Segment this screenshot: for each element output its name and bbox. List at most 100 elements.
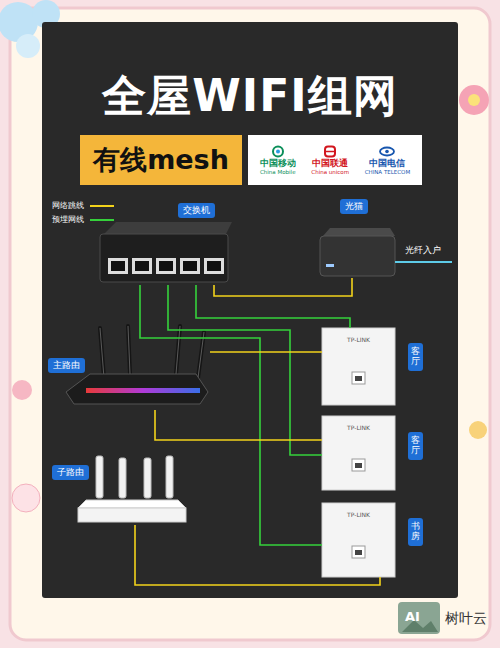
switch-illustration: [111, 261, 125, 271]
wall-ap-illustration: [352, 459, 365, 471]
decor-blob: [12, 380, 32, 400]
decor-flower: [459, 85, 489, 115]
watermark-logo: [398, 602, 440, 634]
switch-illustration: [100, 234, 228, 282]
legend-item: 网络跳线: [52, 201, 114, 211]
modem-device: 光猫: [320, 228, 395, 278]
wall-ap-illustration: [352, 372, 365, 384]
carrier-icon: [325, 151, 335, 153]
watermark-logo-text: AI: [405, 609, 420, 625]
sub-router-illustration: [119, 458, 126, 498]
main-router-illustration: [198, 332, 204, 378]
carrier-icon: [386, 149, 390, 153]
modem-illustration: [320, 236, 395, 276]
switch-illustration: [204, 258, 224, 274]
carrier-name: 中国电信: [369, 158, 405, 169]
wall-ap-device: TP-LINK客厅: [322, 328, 395, 405]
carrier-logo: 中国电信CHINA TELECOM: [365, 145, 411, 175]
legend-line-sample: [90, 205, 114, 207]
sub-router-illustration: [96, 456, 103, 498]
legend-text: 网络跳线: [52, 201, 84, 210]
main-router-device: 主路由: [62, 340, 210, 410]
carrier-name: 中国移动: [260, 158, 296, 169]
room-label: 书房: [408, 518, 423, 546]
device-label: 主路由: [48, 358, 85, 373]
main-router-illustration: [198, 332, 204, 378]
sub-router-illustration: [144, 458, 151, 498]
cable: [135, 525, 380, 585]
brand-text: TP-LINK: [322, 511, 395, 518]
wall-ap-illustration: [322, 328, 395, 577]
decor-blob: [469, 421, 487, 439]
switch-illustration: [159, 261, 173, 271]
main-router-illustration: [128, 326, 130, 374]
switch-illustration: [156, 258, 176, 274]
wall-ap-device: TP-LINK书房: [322, 503, 395, 577]
device-label: 子路由: [52, 465, 89, 480]
fiber-label: 光纤入户: [405, 245, 441, 256]
switch-illustration: [100, 222, 232, 282]
brand-text: TP-LINK: [322, 424, 395, 431]
decor-blob: [12, 484, 40, 512]
main-router-illustration: [66, 374, 208, 404]
decor-flower: [468, 94, 480, 106]
legend-item: 预埋网线: [52, 215, 114, 225]
main-router-illustration: [176, 326, 180, 374]
brand-text: TP-LINK: [322, 336, 395, 343]
wall-ap-illustration: [355, 550, 362, 555]
switch-illustration: [180, 258, 200, 274]
switch-illustration: [104, 222, 232, 234]
switch-illustration: [183, 261, 197, 271]
sub-router-illustration: [78, 456, 186, 522]
cable: [168, 285, 322, 455]
modem-illustration: [320, 228, 395, 276]
wall-ap-illustration: [352, 546, 365, 558]
wall-ap-illustration: [322, 503, 395, 577]
main-router-illustration: [176, 326, 180, 374]
wall-ap-illustration: [355, 376, 362, 381]
decor-flower: [459, 85, 489, 115]
carrier-name-en: China unicom: [311, 169, 349, 176]
cable: [196, 285, 350, 328]
switch-device: 交换机: [98, 222, 232, 285]
switch-illustration: [108, 258, 128, 274]
cable: [210, 351, 322, 353]
sub-router-illustration: [166, 456, 173, 498]
wall-ap-illustration: [322, 328, 395, 405]
wall-ap-device: TP-LINK客厅: [322, 416, 395, 490]
carrier-icon: [325, 146, 335, 156]
carrier-icon: [322, 145, 338, 158]
watermark: 树叶云: [445, 610, 487, 627]
legend-text: 预埋网线: [52, 215, 84, 224]
badge-text: 有线mesh: [93, 142, 229, 178]
wall-ap-illustration: [322, 416, 395, 490]
carrier-logo: 中国移动China Mobile: [260, 145, 296, 175]
carrier-logos: 中国移动China Mobile 中国联通China unicom 中国电信CHIN…: [248, 135, 422, 185]
sub-router-illustration: [78, 500, 186, 508]
room-label: 客厅: [408, 432, 423, 460]
modem-illustration: [326, 264, 334, 267]
carrier-logo: 中国联通China unicom: [311, 145, 349, 175]
decor-cloud: [16, 34, 40, 58]
carrier-name: 中国联通: [312, 158, 348, 169]
carrier-name-en: CHINA TELECOM: [365, 169, 411, 176]
main-router-illustration: [86, 388, 200, 393]
carrier-icon: [276, 149, 280, 153]
cable: [155, 410, 322, 440]
main-router-illustration: [100, 328, 104, 378]
fiber-line: [395, 261, 452, 263]
main-router-illustration: [100, 328, 104, 378]
wall-ap-illustration: [355, 463, 362, 468]
title: 全屋WIFI组网: [0, 70, 500, 123]
device-label: 光猫: [340, 199, 368, 214]
watermark-logo: [398, 602, 440, 634]
cable: [140, 285, 322, 545]
carrier-icon: [270, 145, 286, 158]
carrier-icon: [273, 146, 283, 156]
switch-illustration: [207, 261, 221, 271]
mesh-badge: 有线mesh: [80, 135, 242, 185]
sub-router-device: 子路由: [80, 455, 185, 525]
modem-illustration: [323, 228, 395, 236]
carrier-icon: [379, 145, 395, 158]
